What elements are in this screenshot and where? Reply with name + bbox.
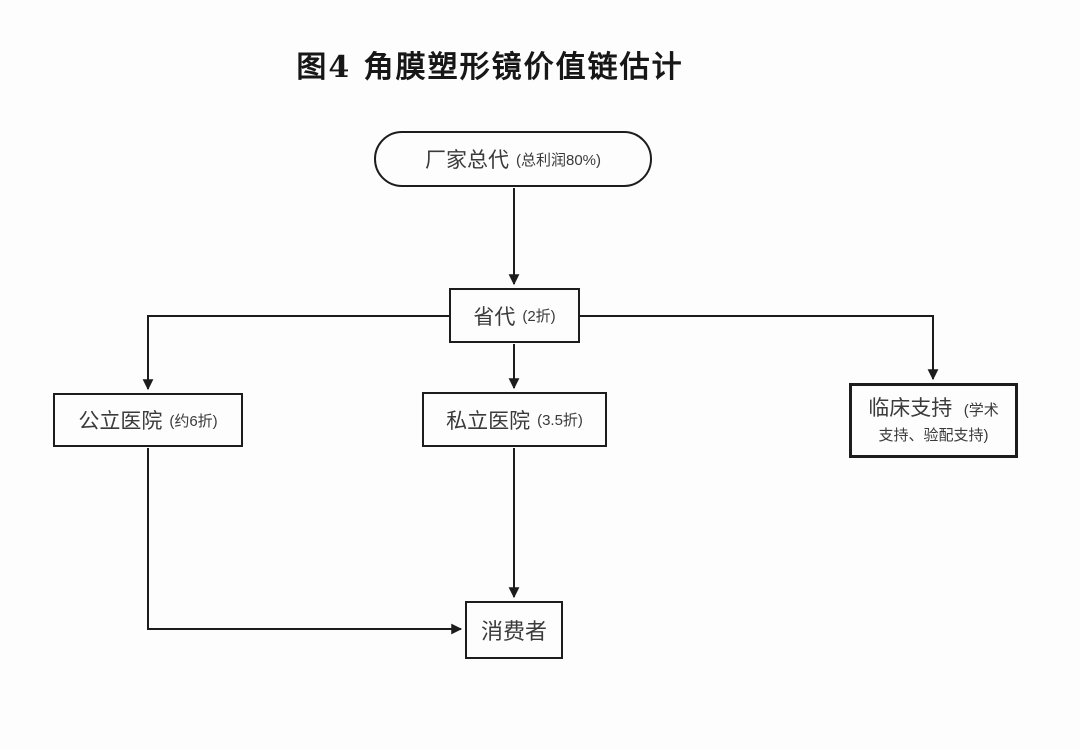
node-factory-agent: 厂家总代 (总利润80%)	[374, 131, 652, 187]
edge-province-to-clinical-support	[580, 315, 939, 381]
node-public-hospital-label: 公立医院	[78, 410, 163, 433]
node-clinical-support-label: 临床支持	[868, 396, 953, 420]
node-province-agent-label: 省代	[473, 305, 516, 329]
node-public-hospital: 公立医院 (约6折)	[53, 393, 243, 447]
node-factory-agent-note: (总利润80%)	[515, 151, 601, 169]
node-province-agent: 省代 (2折)	[449, 288, 580, 343]
node-private-hospital-note: (3.5折)	[537, 412, 583, 429]
node-factory-agent-label: 厂家总代	[424, 149, 509, 172]
edge-public-hospital-to-consumer	[147, 448, 463, 635]
node-clinical-support: 临床支持 (学术支持、验配支持)	[849, 383, 1018, 458]
node-private-hospital-label: 私立医院	[446, 409, 531, 433]
diagram-title: 图4 角膜塑形镜价值链估计	[296, 50, 684, 85]
node-clinical-support-note: (学术支持、验配支持)	[878, 401, 999, 445]
node-public-hospital-note: (约6折)	[169, 412, 218, 430]
node-province-agent-note: (2折)	[522, 308, 556, 325]
node-consumer: 消费者	[465, 601, 563, 659]
node-private-hospital: 私立医院 (3.5折)	[422, 392, 607, 447]
edge-province-to-public-hospital	[142, 315, 449, 391]
node-consumer-label: 消费者	[480, 619, 547, 644]
